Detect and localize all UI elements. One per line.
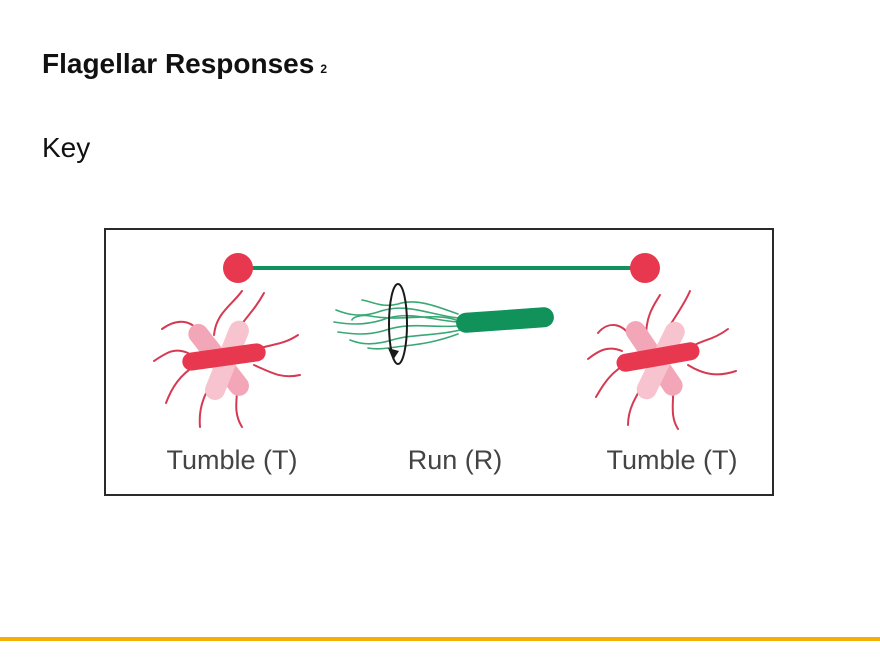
key-heading: Key [42, 132, 91, 163]
slide-title: Flagellar Responses 2 [42, 46, 327, 87]
flagellar-diagram: Tumble (T) Run (R) Tumble (T) [104, 228, 774, 496]
tumble-bacterium-right [587, 290, 737, 430]
label-run: Run (R) [407, 445, 503, 475]
run-bacterium [333, 283, 554, 365]
label-tumble-left: Tumble (T) [166, 445, 298, 475]
diagram-illustration [153, 253, 737, 430]
footer-accent-line [0, 637, 880, 641]
timeline-dot-right [630, 253, 660, 283]
title-text: Flagellar Responses [42, 48, 315, 79]
timeline-dot-left [223, 253, 253, 283]
title-superscript: 2 [320, 62, 328, 76]
tumble-bacterium-left [153, 290, 301, 428]
label-tumble-right: Tumble (T) [606, 445, 738, 475]
